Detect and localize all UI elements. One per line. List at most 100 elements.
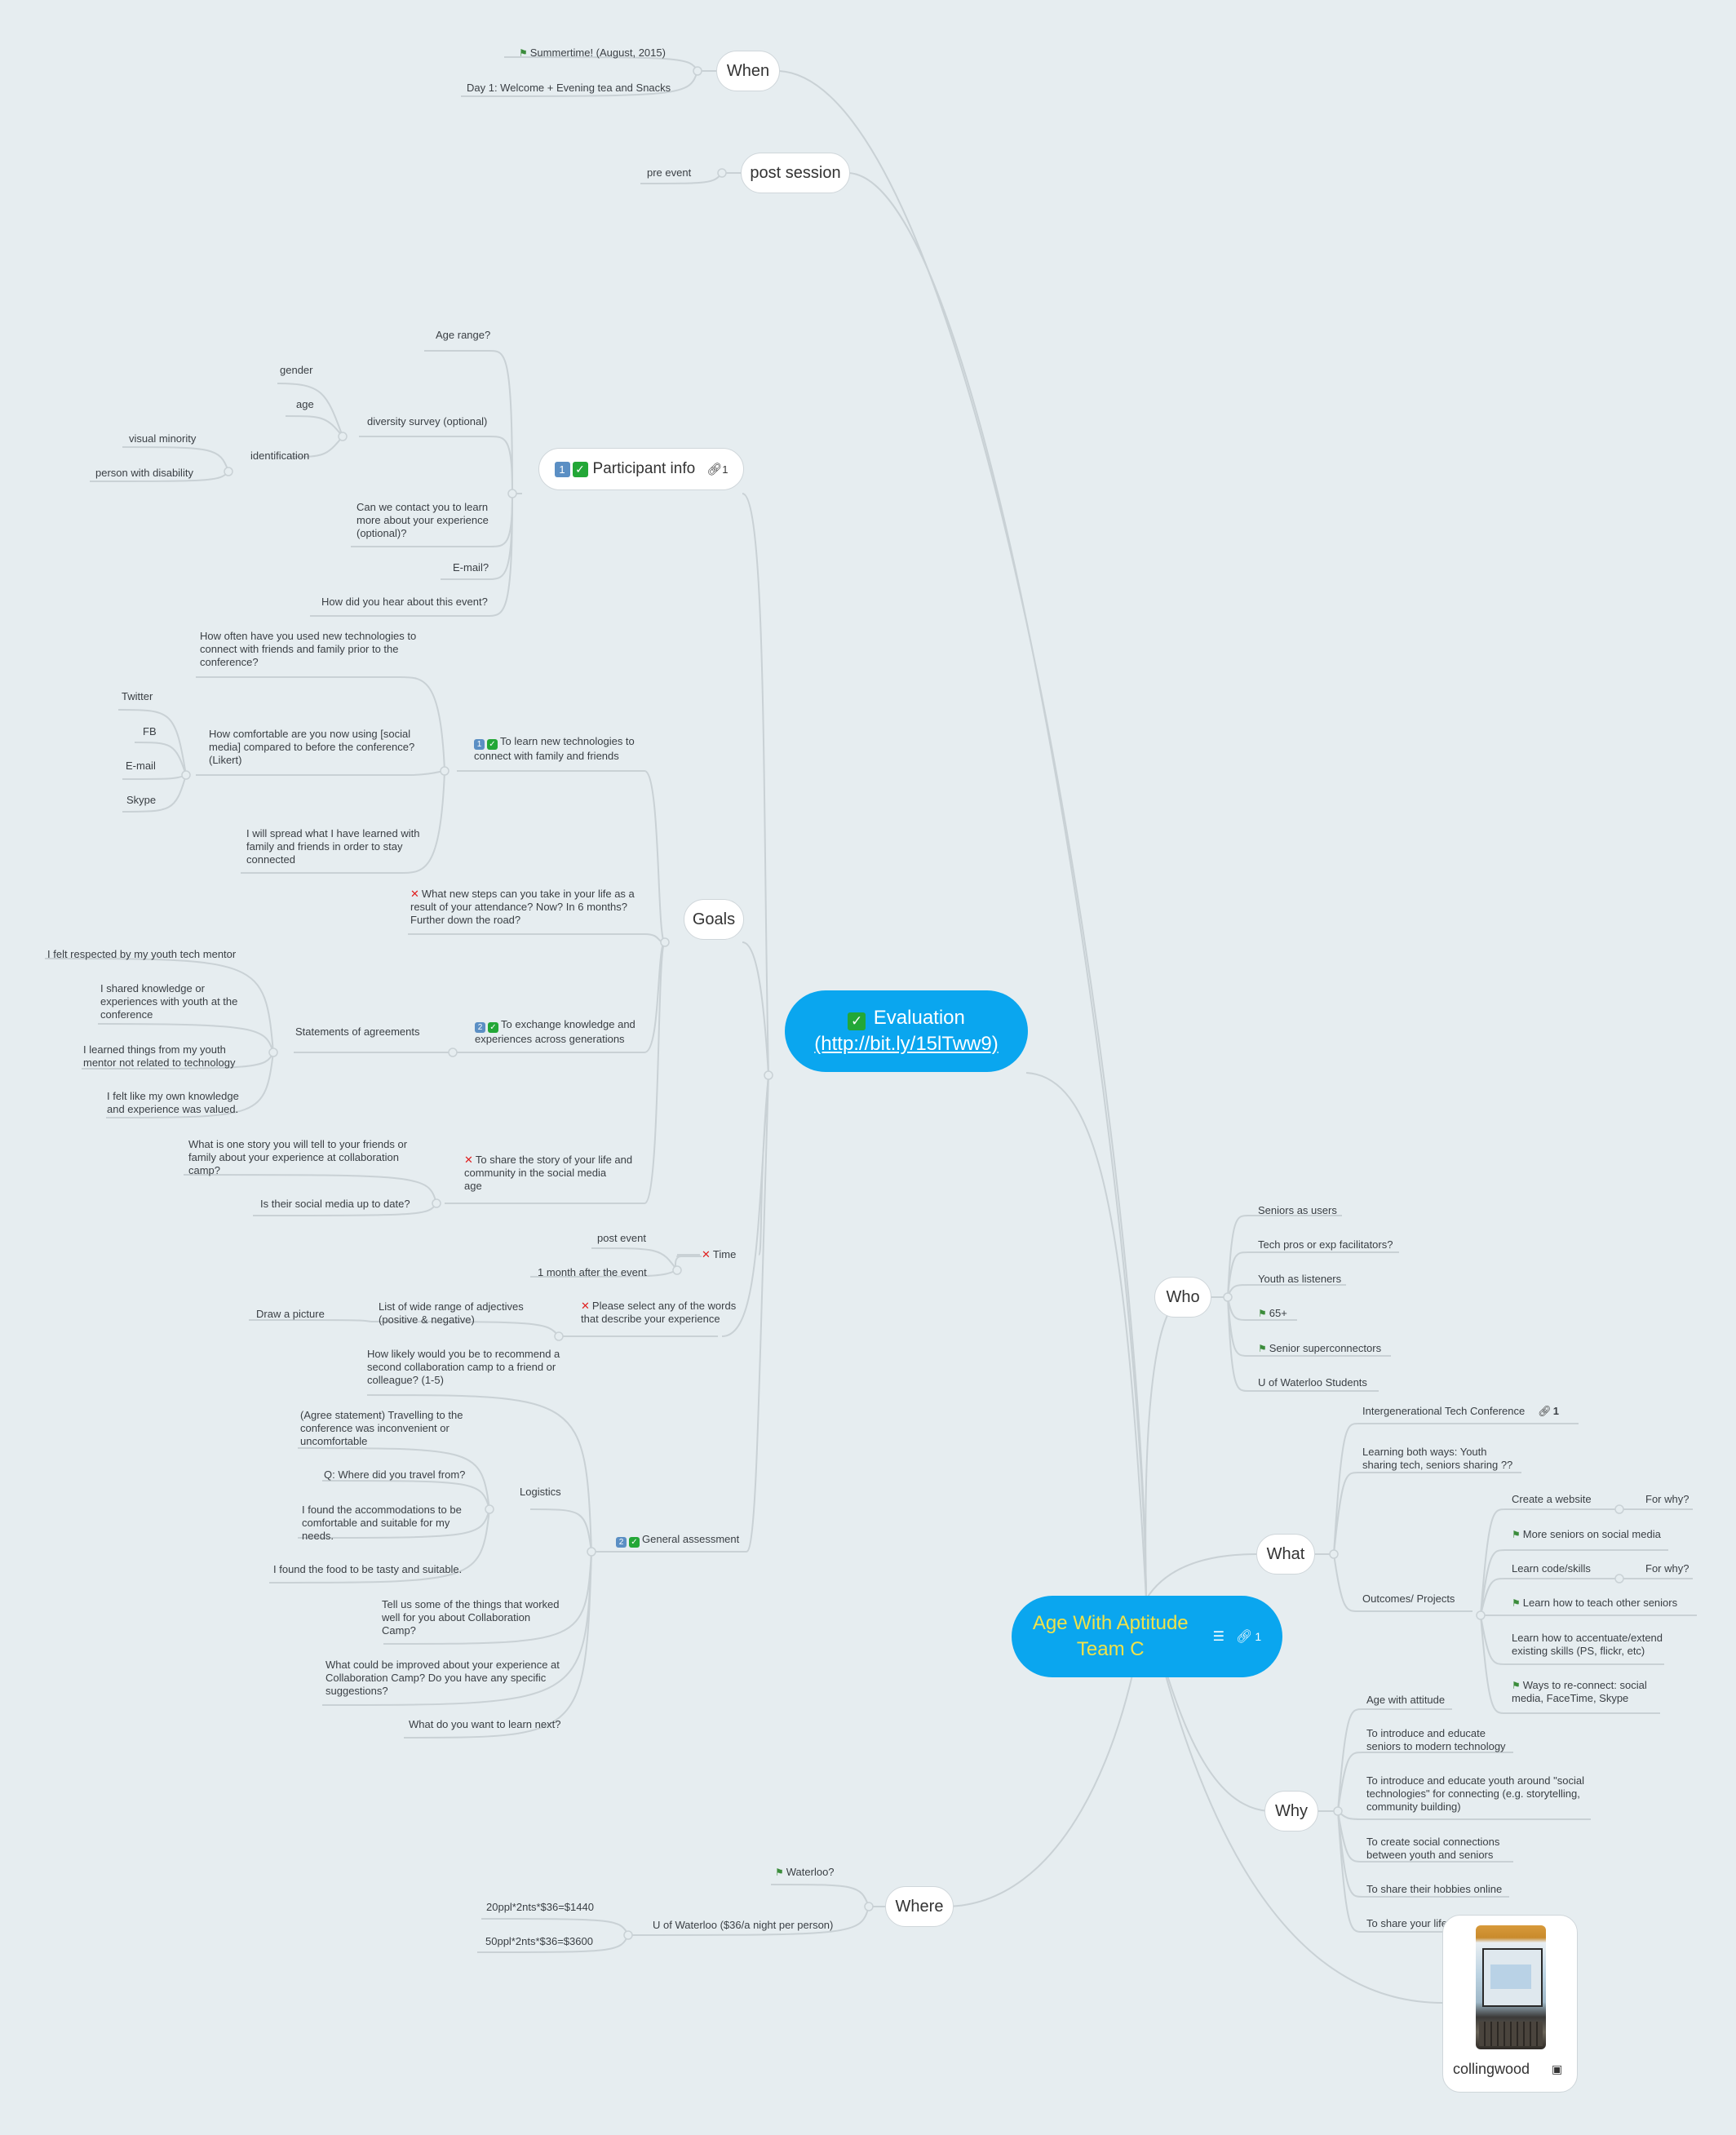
reconnect-item[interactable]: ⚑Ways to re-connect: social media, FaceT…	[1512, 1679, 1647, 1705]
who-item-youth-listeners[interactable]: Youth as listeners	[1258, 1273, 1342, 1285]
month-after-item[interactable]: 1 month after the event	[538, 1266, 647, 1278]
recommend-item[interactable]: How likely would you be to recommend a s…	[367, 1348, 560, 1387]
connections-item[interactable]: To create social connections between you…	[1366, 1836, 1499, 1862]
when-node[interactable]: When	[716, 51, 780, 91]
skype-item[interactable]: Skype	[126, 794, 157, 806]
new-steps-item[interactable]: ✕What new steps can you take in your lif…	[410, 888, 635, 927]
evaluation-node[interactable]: ✓ Evaluation (http://bit.ly/15lTww9)	[785, 990, 1028, 1072]
select-words-item[interactable]: ✕Please select any of the words that des…	[581, 1300, 736, 1326]
who-item-seniors-users[interactable]: Seniors as users	[1258, 1204, 1337, 1216]
teach-seniors-item[interactable]: ⚑Learn how to teach other seniors	[1512, 1597, 1677, 1610]
diversity-survey-item[interactable]: diversity survey (optional)	[367, 415, 488, 427]
improved-item[interactable]: What could be improved about your experi…	[326, 1659, 560, 1698]
general-assessment-item[interactable]: 2✓General assessment	[616, 1533, 739, 1548]
participant-info-node[interactable]: 1 ✓ Participant info 🔗︎ 1	[538, 448, 744, 490]
age-range-item[interactable]: Age range?	[436, 329, 491, 341]
learn-next-item[interactable]: What do you want to learn next?	[409, 1718, 561, 1730]
more-seniors-item[interactable]: ⚑More seniors on social media	[1512, 1528, 1661, 1541]
image-node[interactable]: collingwood ▣	[1442, 1915, 1578, 2093]
email-question-item[interactable]: E-mail?	[453, 561, 489, 574]
cost-50-item[interactable]: 50ppl*2nts*$36=$3600	[485, 1935, 593, 1947]
waterloo-item[interactable]: ⚑Waterloo?	[775, 1866, 835, 1879]
spread-item[interactable]: I will spread what I have learned with f…	[246, 827, 419, 866]
outcomes-item[interactable]: Outcomes/ Projects	[1362, 1592, 1455, 1605]
link-icon[interactable]: 🔗︎	[1236, 1630, 1253, 1644]
spread-line: family and friends in order to stay	[246, 840, 403, 853]
worked-item[interactable]: Tell us some of the things that worked w…	[382, 1598, 560, 1637]
who-item-superconnectors[interactable]: ⚑Senior superconnectors	[1258, 1342, 1381, 1355]
youth-tech-line: To introduce and educate youth around "s…	[1366, 1774, 1584, 1787]
exchange-item[interactable]: 2✓To exchange knowledge and experiences …	[475, 1018, 636, 1046]
notes-icon[interactable]: ☰	[1212, 1630, 1224, 1644]
post-session-node[interactable]: post session	[741, 153, 850, 193]
hear-about-item[interactable]: How did you hear about this event?	[321, 596, 488, 608]
share-story-item[interactable]: ✕To share the story of your life and com…	[464, 1154, 632, 1193]
seniors-tech-item[interactable]: To introduce and educate seniors to mode…	[1366, 1727, 1506, 1753]
hobbies-item[interactable]: To share their hobbies online	[1366, 1883, 1503, 1895]
worked-line: Camp?	[382, 1624, 416, 1637]
learned-item[interactable]: I learned things from my youth mentor no…	[83, 1043, 235, 1070]
shared-item[interactable]: I shared knowledge or experiences with y…	[100, 982, 237, 1021]
draw-picture-item[interactable]: Draw a picture	[256, 1308, 325, 1320]
accommodations-item[interactable]: I found the accommodations to be comfort…	[302, 1504, 462, 1543]
visual-minority-item[interactable]: visual minority	[129, 432, 197, 445]
gender-item[interactable]: gender	[280, 364, 313, 376]
uw-cost-item[interactable]: U of Waterloo ($36/a night per person)	[653, 1919, 834, 1931]
learn-code-item[interactable]: Learn code/skills	[1512, 1562, 1591, 1575]
for-why-item[interactable]: For why?	[1645, 1562, 1690, 1575]
seniors-tech-line: seniors to modern technology	[1366, 1740, 1506, 1752]
email-item[interactable]: E-mail	[126, 760, 156, 772]
shared-line: conference	[100, 1008, 153, 1021]
one-story-item[interactable]: What is one story you will tell to your …	[188, 1138, 407, 1177]
fb-item[interactable]: FB	[143, 725, 157, 738]
why-node[interactable]: Why	[1264, 1791, 1318, 1832]
where-from-item[interactable]: Q: Where did you travel from?	[324, 1468, 466, 1481]
post-event-item[interactable]: post event	[597, 1232, 646, 1244]
travel-item[interactable]: (Agree statement) Travelling to the conf…	[300, 1409, 463, 1448]
day1-item[interactable]: Day 1: Welcome + Evening tea and Snacks	[467, 82, 671, 94]
how-comfortable-item[interactable]: How comfortable are you now using [socia…	[209, 728, 414, 767]
learning-both-item[interactable]: Learning both ways: Youth sharing tech, …	[1362, 1446, 1512, 1472]
twitter-item[interactable]: Twitter	[122, 690, 153, 702]
flag-icon: ⚑	[519, 47, 528, 59]
disability-item[interactable]: person with disability	[95, 467, 193, 479]
root-node[interactable]: Age With Aptitude Team C ☰ 🔗︎ 1	[1012, 1596, 1282, 1677]
goals-node[interactable]: Goals	[684, 899, 744, 940]
valued-item[interactable]: I felt like my own knowledge and experie…	[107, 1090, 239, 1116]
accentuate-item[interactable]: Learn how to accentuate/extend existing …	[1512, 1632, 1663, 1658]
conference-item[interactable]: Intergenerational Tech Conference🔗︎1	[1362, 1405, 1559, 1418]
summertime-item[interactable]: ⚑Summertime! (August, 2015)	[519, 47, 666, 60]
for-why-item[interactable]: For why?	[1645, 1493, 1690, 1505]
share-life-item[interactable]: To share your life	[1366, 1917, 1447, 1929]
share-story-line: community in the social media	[464, 1167, 607, 1179]
where-node[interactable]: Where	[885, 1886, 954, 1927]
new-steps-line: What new steps can you take in your life…	[421, 888, 635, 900]
food-item[interactable]: I found the food to be tasty and suitabl…	[273, 1563, 463, 1575]
logistics-item[interactable]: Logistics	[520, 1486, 561, 1498]
age-attitude-item[interactable]: Age with attitude	[1366, 1694, 1446, 1706]
time-item[interactable]: ✕Time	[702, 1248, 736, 1261]
evaluation-link[interactable]: (http://bit.ly/15lTww9)	[814, 1033, 999, 1055]
learning-both-line: Learning both ways: Youth	[1362, 1446, 1487, 1458]
image-icon[interactable]: ▣	[1552, 2062, 1563, 2075]
pre-event-item[interactable]: pre event	[647, 166, 692, 179]
contact-item[interactable]: Can we contact you to learn more about y…	[356, 501, 489, 540]
what-node[interactable]: What	[1256, 1534, 1315, 1575]
adjectives-item[interactable]: List of wide range of adjectives (positi…	[379, 1300, 524, 1327]
youth-tech-item[interactable]: To introduce and educate youth around "s…	[1366, 1774, 1584, 1814]
up-to-date-item[interactable]: Is their social media up to date?	[260, 1198, 410, 1210]
statements-item[interactable]: Statements of agreements	[295, 1025, 420, 1038]
learn-tech-item[interactable]: 1✓To learn new technologies to connect w…	[474, 735, 635, 763]
age-item[interactable]: age	[296, 398, 314, 410]
who-item-tech-pros[interactable]: Tech pros or exp facilitators?	[1258, 1238, 1393, 1251]
link-icon[interactable]: 🔗︎	[1538, 1405, 1552, 1417]
who-item-65-plus[interactable]: ⚑65+	[1258, 1307, 1287, 1320]
respected-item[interactable]: I felt respected by my youth tech mentor	[47, 948, 237, 960]
identification-item[interactable]: identification	[250, 450, 310, 462]
link-icon[interactable]: 🔗︎	[706, 463, 723, 476]
who-item-uw-students[interactable]: U of Waterloo Students	[1258, 1376, 1367, 1389]
who-node[interactable]: Who	[1154, 1277, 1211, 1318]
cost-20-item[interactable]: 20ppl*2nts*$36=$1440	[486, 1901, 594, 1913]
how-often-item[interactable]: How often have you used new technologies…	[200, 630, 416, 669]
create-website-item[interactable]: Create a website	[1512, 1493, 1592, 1505]
